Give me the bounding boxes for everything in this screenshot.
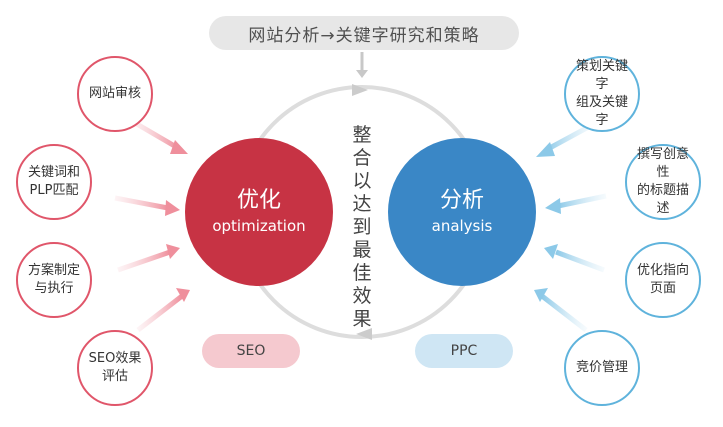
vertical-char: 整 <box>352 124 372 146</box>
vertical-char: 佳 <box>352 262 372 284</box>
analysis-subtitle: analysis <box>431 217 493 235</box>
ring-arrow-bottom <box>356 328 372 340</box>
vertical-char: 合 <box>352 147 372 169</box>
vertical-char: 达 <box>352 193 372 215</box>
optimization-title: 优化 <box>236 188 281 213</box>
left-arrows <box>114 117 190 332</box>
left-item-seo-evaluation: SEO效果 评估 <box>77 330 153 406</box>
seo-tag: SEO <box>202 334 300 368</box>
vertical-char: 到 <box>352 216 372 238</box>
optimization-circle: 优化 optimization <box>185 138 333 286</box>
optimization-subtitle: optimization <box>212 217 306 235</box>
vertical-char: 果 <box>352 308 372 330</box>
left-item-site-audit: 网站审核 <box>77 56 153 132</box>
ppc-tag: PPC <box>415 334 513 368</box>
header-title: 网站分析→关键字研究和策略 <box>209 16 519 50</box>
left-item-keyword-plp: 关键词和 PLP匹配 <box>16 144 92 220</box>
left-item-plan-execute: 方案制定 与执行 <box>16 242 92 318</box>
center-vertical-text: 整 合 以 达 到 最 佳 效 果 <box>350 124 374 331</box>
right-item-keyword-groups: 策划关键字 组及关键字 <box>564 56 640 132</box>
analysis-title: 分析 <box>439 188 484 213</box>
right-item-bid-management: 竞价管理 <box>564 330 640 406</box>
right-item-creative-titles: 撰写创意性 的标题描述 <box>625 144 701 220</box>
vertical-char: 以 <box>352 170 372 192</box>
header-arrow-head <box>356 70 368 78</box>
vertical-char: 效 <box>352 285 372 307</box>
analysis-circle: 分析 analysis <box>388 138 536 286</box>
right-arrows <box>534 121 607 332</box>
right-item-landing-pages: 优化指向 页面 <box>625 242 701 318</box>
ring-arrow-top <box>352 84 368 96</box>
vertical-char: 最 <box>352 239 372 261</box>
